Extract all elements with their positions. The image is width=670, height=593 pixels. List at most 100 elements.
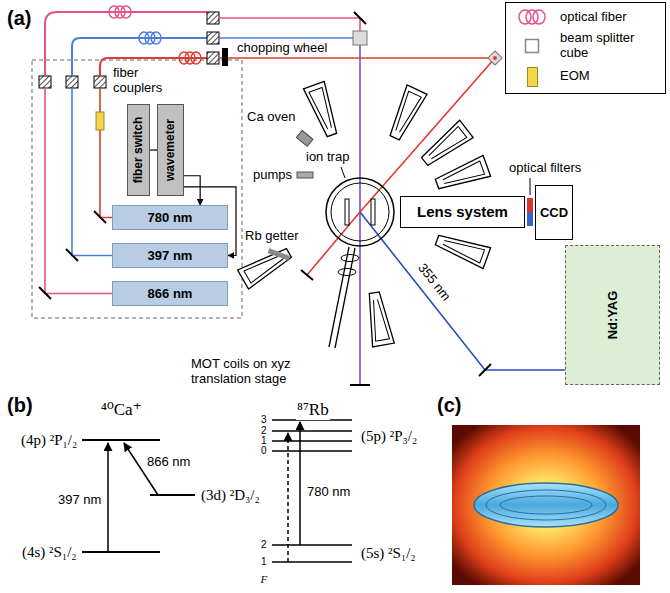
node-text-holder: CCD (540, 205, 568, 220)
optical-filter (527, 212, 533, 226)
part-label-holder: pumps (252, 168, 293, 183)
legend-row: EOM (512, 67, 659, 87)
ion-crystal (474, 483, 618, 527)
wavelength-label: 397 nm (57, 493, 102, 508)
mirror (479, 364, 491, 376)
node-label: Lens system (417, 203, 508, 220)
fiber-coupler (94, 76, 106, 88)
laser-beam (45, 88, 112, 294)
quantum-number: 1 (260, 436, 268, 446)
part-label-holder: fiber couplers (112, 66, 174, 96)
level-label-holder: (4p) ²P₁/₂ (20, 432, 78, 449)
beam-splitter-cube (526, 39, 539, 52)
energy-level (82, 551, 160, 553)
beam-stop (350, 384, 370, 386)
quantum-number-holder: 1 (260, 436, 268, 446)
ca-oven (296, 130, 313, 146)
leader-line (530, 178, 531, 195)
laser-beam (219, 37, 353, 39)
wavelength-label: 780 nm (306, 485, 351, 500)
species-label-holder: ⁴⁰Ca⁺ (100, 400, 143, 420)
quantum-number-holder: 1 (260, 557, 268, 567)
energy-level (272, 561, 352, 563)
legend-swatch (527, 67, 538, 87)
quantum-number-holder: 2 (260, 426, 268, 436)
part-label-holder: MOT coils on xyz translation stage (190, 357, 320, 387)
laser-beam (219, 18, 360, 31)
ion-contour (486, 490, 606, 520)
fiber-coil (115, 6, 125, 18)
energy-level (272, 544, 352, 546)
node-text-holder: wavemeter (164, 119, 178, 181)
part-label: ion trap (305, 150, 350, 165)
leader-line (341, 167, 345, 178)
connector (184, 176, 200, 205)
quantum-number-holder: 2 (260, 540, 268, 550)
chopping-wheel (222, 48, 228, 66)
fiber-coil (185, 52, 195, 64)
laser-beam (219, 58, 495, 275)
fluorescence-image (452, 425, 640, 585)
level-label: (4p) ²P₁/₂ (20, 432, 78, 449)
laser-beam (359, 45, 361, 385)
laser-box: 780 nm (112, 205, 228, 230)
part-label: Rb getter (244, 229, 299, 244)
laser-beam (100, 88, 112, 218)
laser-box: 866 nm (112, 281, 228, 306)
part-label: Ca oven (246, 110, 296, 125)
laser-beam (72, 88, 112, 256)
level-label-holder: (5p) ²P₃/₂ (360, 428, 418, 445)
level-label-holder: (4s) ²S₁/₂ (21, 544, 78, 561)
part-label-holder: Rb getter (244, 229, 299, 244)
level-label: (3d) ²D₃/₂ (200, 487, 261, 504)
fiber-coil (109, 6, 119, 18)
legend-row: beam splitter cube (512, 31, 659, 61)
energy-level (272, 430, 352, 432)
legend-text: beam splitter cube (560, 31, 659, 61)
quantum-number-holder: 0 (260, 446, 268, 456)
fiber-coil (179, 52, 189, 64)
level-label: (4s) ²S₁/₂ (21, 544, 78, 561)
quantum-number: 1 (260, 557, 268, 567)
fiber-coupler (207, 52, 219, 64)
legend-swatch (524, 38, 540, 54)
energy-level (272, 440, 352, 442)
panel-label: (c) (436, 394, 462, 417)
legend-swatch-holder (512, 67, 552, 87)
laser-region (32, 60, 242, 318)
wavelength-label: 866 nm (146, 455, 191, 470)
fiber-coil (191, 52, 201, 64)
mot-coil (338, 269, 356, 276)
legend-row: optical fiber (512, 9, 659, 25)
trap-rod (345, 199, 349, 225)
quantum-number: F (260, 574, 269, 585)
translation-stage-rod (335, 248, 355, 348)
mot-coil (341, 255, 359, 262)
node-text-holder: 397 nm (148, 248, 193, 263)
legend-swatch-holder (512, 38, 552, 54)
quantum-number-holder: F (260, 574, 269, 585)
fiber-coil (519, 10, 531, 24)
trap-electrode (238, 243, 295, 289)
panel-label-holder: (c) (436, 394, 462, 417)
part-label: fiber couplers (112, 66, 174, 96)
legend-swatch-holder (512, 9, 552, 25)
quantum-number: 0 (260, 446, 268, 456)
node-label: fiber switch (132, 117, 146, 184)
node-label: 866 nm (148, 286, 193, 301)
trap-electrode (385, 85, 427, 142)
fiber-coupler (66, 76, 78, 88)
trap-electrode (418, 120, 473, 170)
node-label: Nd:YAG (605, 291, 620, 340)
node-text-holder: fiber switch (132, 117, 146, 184)
transition-arrow (107, 443, 109, 552)
connector (150, 149, 157, 150)
fiber-coil (151, 32, 161, 44)
trap-electrode (303, 81, 342, 138)
ccd-camera-box: CCD (535, 185, 573, 240)
legend-swatch (514, 9, 550, 25)
laser-box: Nd:YAG (565, 245, 660, 385)
quantum-number: 3 (260, 415, 268, 425)
node-label: 397 nm (148, 248, 193, 263)
